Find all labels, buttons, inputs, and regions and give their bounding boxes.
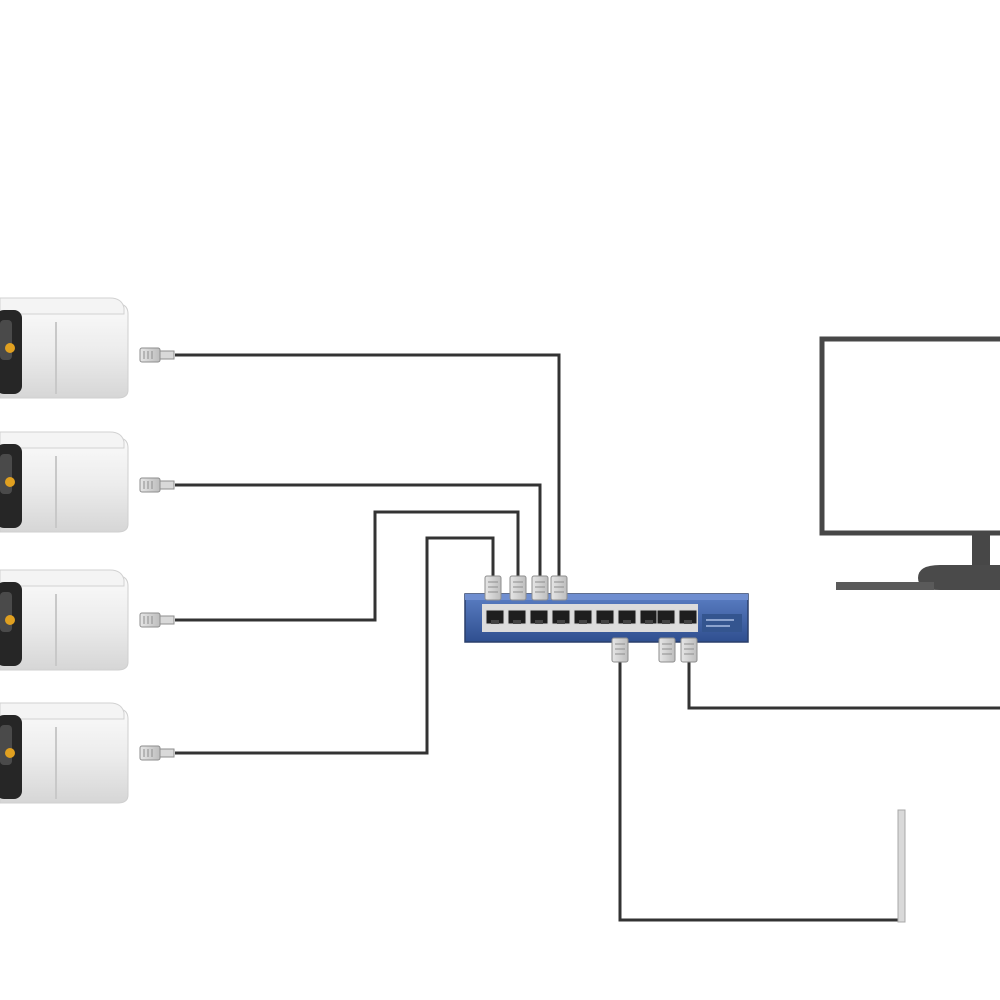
- rj45-plug: [680, 637, 698, 663]
- rj45-plug: [550, 575, 568, 601]
- switch-port: [529, 609, 549, 625]
- cable-camera-3: [175, 510, 520, 622]
- switch-port: [656, 609, 676, 625]
- rj45-connector: [139, 745, 175, 761]
- camera-1: [0, 297, 175, 399]
- switch-port: [551, 609, 571, 625]
- switch-port: [678, 609, 698, 625]
- poe-switch: [464, 593, 749, 643]
- camera-3: [0, 569, 175, 671]
- rj45-plug: [658, 637, 676, 663]
- rj45-connector: [139, 612, 175, 628]
- cable-camera-4: [175, 536, 495, 755]
- switch-port: [617, 609, 637, 625]
- cables: [175, 353, 1000, 922]
- switch-label-plate: [702, 614, 742, 632]
- keyboard: [836, 582, 934, 590]
- switch-port: [485, 609, 505, 625]
- switch-port: [639, 609, 659, 625]
- cable-to-uplink: [618, 660, 905, 922]
- monitor-stand: [972, 533, 990, 565]
- switch-plugs-top: [484, 575, 568, 601]
- uplink-cable-end: [897, 809, 906, 923]
- switch-port: [595, 609, 615, 625]
- rj45-plug: [484, 575, 502, 601]
- monitor: [819, 336, 1000, 590]
- rj45-connector: [139, 477, 175, 493]
- cable-camera-1: [175, 353, 561, 578]
- rj45-plug: [531, 575, 549, 601]
- camera-4: [0, 702, 175, 804]
- switch-port: [573, 609, 593, 625]
- camera-2: [0, 431, 175, 533]
- monitor-screen: [819, 336, 1000, 536]
- cable-to-monitor: [687, 660, 1000, 710]
- rj45-connector: [139, 347, 175, 363]
- switch-port: [507, 609, 527, 625]
- rj45-plug: [611, 637, 629, 663]
- cable-camera-2: [175, 483, 542, 578]
- rj45-plug: [509, 575, 527, 601]
- monitor-base: [918, 565, 1000, 590]
